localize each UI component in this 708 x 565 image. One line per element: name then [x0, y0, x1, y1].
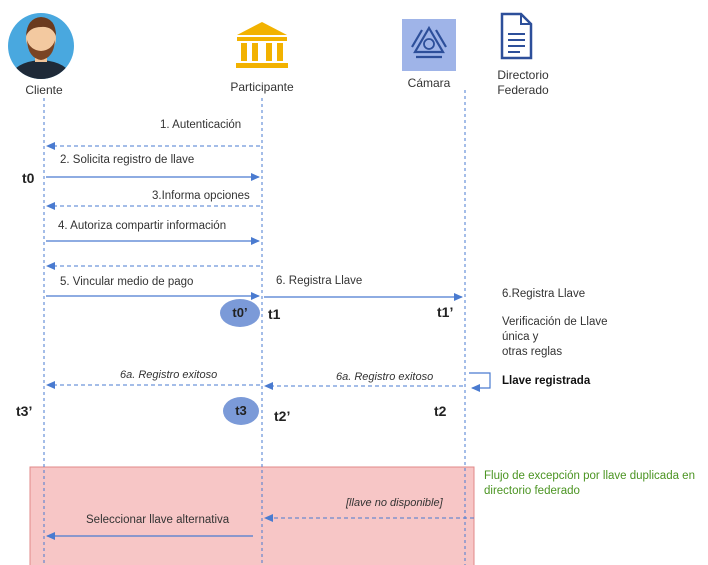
recycle-icon	[402, 19, 456, 71]
msg-6-registra: 6. Registra Llave	[276, 275, 363, 287]
msg-3-informa: 3.Informa opciones	[152, 190, 250, 202]
msg-2-solicita: 2. Solicita registro de llave	[60, 154, 195, 166]
msg-llave-no-disponible: [llave no disponible]	[346, 497, 443, 509]
msg-6a-right: 6a. Registro exitoso	[336, 371, 434, 383]
actor-label-directorio-2: Federado	[497, 83, 549, 97]
msg-4-autoriza: 4. Autoriza compartir información	[58, 220, 227, 232]
actor-label-directorio-1: Directorio	[497, 68, 549, 82]
time-t3: t3	[235, 403, 247, 418]
note-registra: 6.Registra Llave	[502, 288, 586, 300]
time-t2p: t2’	[274, 408, 291, 424]
note-verificacion-2: única y	[502, 331, 539, 343]
person-avatar-icon	[8, 13, 74, 79]
time-t0: t0	[22, 170, 35, 186]
note-verificacion-1: Verificación de Llave	[502, 316, 608, 328]
bank-icon	[236, 22, 288, 68]
badge-t3	[223, 397, 259, 425]
note-llave-registrada: Llave registrada	[502, 375, 591, 387]
time-t1: t1	[268, 306, 281, 322]
actor-label-cliente: Cliente	[25, 83, 63, 97]
document-icon	[500, 12, 533, 60]
msg-seleccionar-alternativa: Seleccionar llave alternativa	[86, 514, 230, 526]
time-t3p: t3’	[16, 403, 33, 419]
msg-5-vincular: 5. Vincular medio de pago	[60, 276, 194, 288]
msg-6a-left: 6a. Registro exitoso	[120, 369, 218, 381]
badge-t0p	[220, 299, 260, 327]
actor-label-participante: Participante	[230, 80, 294, 94]
time-t2: t2	[434, 403, 447, 419]
msg-1-autenticacion: 1. Autenticación	[160, 119, 242, 131]
actor-label-camara: Cámara	[407, 76, 451, 90]
self-loop-llave-registrada	[469, 372, 491, 392]
note-verificacion-3: otras reglas	[502, 346, 563, 358]
note-exception-flow: Flujo de excepción por llave duplicada e…	[484, 470, 695, 497]
time-t1p: t1’	[437, 304, 454, 320]
exception-region	[29, 466, 475, 565]
time-t0p: t0’	[232, 305, 248, 320]
